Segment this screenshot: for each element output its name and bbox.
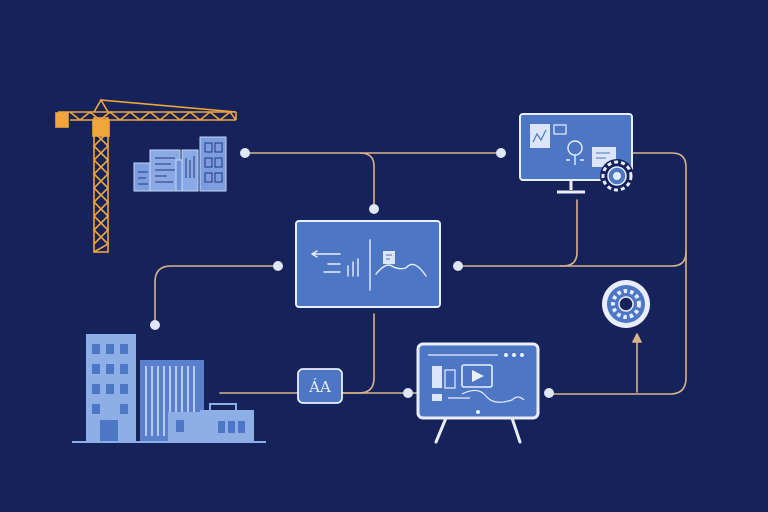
connector-dashboard-down — [341, 313, 375, 394]
connector-right-inner — [559, 251, 687, 267]
gear-icon — [600, 159, 634, 193]
connector-top-branch — [359, 152, 375, 209]
connector-monitor-to-dashboard — [457, 199, 578, 267]
doc-thumbnail — [383, 251, 395, 264]
dot-dashboard-right — [453, 261, 463, 271]
arrow-left-icon — [311, 250, 341, 258]
dot-video-right — [544, 388, 554, 398]
office-buildings-icon — [72, 334, 266, 443]
translate-icon: ÁA — [297, 368, 343, 404]
connector-dots — [150, 148, 554, 398]
play-button-icon — [461, 364, 493, 388]
dot-dashboard-top — [369, 204, 379, 214]
arrow-head — [632, 333, 642, 343]
connector-lines — [154, 152, 687, 395]
connector-left — [154, 265, 279, 325]
translate-glyph: ÁA — [308, 378, 331, 396]
dot-video-left — [403, 388, 413, 398]
dot-left — [150, 320, 160, 330]
dashboard-monitor-panel — [295, 220, 441, 308]
connector-right-loop — [547, 152, 687, 395]
bar-chart-icon — [347, 258, 359, 277]
blueprint-documents-icon — [133, 136, 227, 192]
settings-dial-icon — [602, 280, 650, 328]
dot-crane — [240, 148, 250, 158]
video-player-monitor-icon — [416, 342, 540, 444]
line-graph-icon — [375, 263, 427, 277]
tower-crane-icon — [55, 98, 237, 253]
dot-monitor — [496, 148, 506, 158]
dot-dashboard-left — [273, 261, 283, 271]
